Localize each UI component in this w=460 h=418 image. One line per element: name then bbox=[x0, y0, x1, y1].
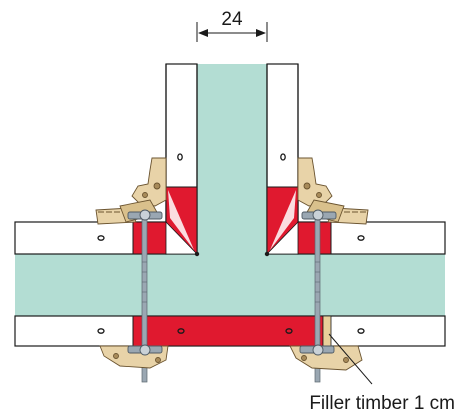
filler-timber bbox=[322, 315, 332, 347]
clamp-top-right bbox=[297, 157, 369, 225]
bottom-waler bbox=[132, 315, 324, 347]
dimension-indicator: 24 bbox=[196, 9, 268, 42]
clamp-bottom-left bbox=[99, 344, 169, 369]
filler-timber-label: Filler timber 1 cm bbox=[309, 393, 455, 414]
concrete-horizontal-wall bbox=[15, 254, 445, 316]
concrete-vertical-wall bbox=[197, 64, 267, 254]
clamp-bottom-right bbox=[289, 344, 363, 371]
dimension-value: 24 bbox=[221, 9, 243, 30]
clamp-top-left bbox=[95, 157, 167, 225]
corner-waler-left bbox=[132, 186, 200, 257]
filler-timber-leader bbox=[328, 333, 373, 385]
concrete-wall bbox=[15, 64, 445, 316]
corner-waler-right bbox=[264, 186, 332, 257]
